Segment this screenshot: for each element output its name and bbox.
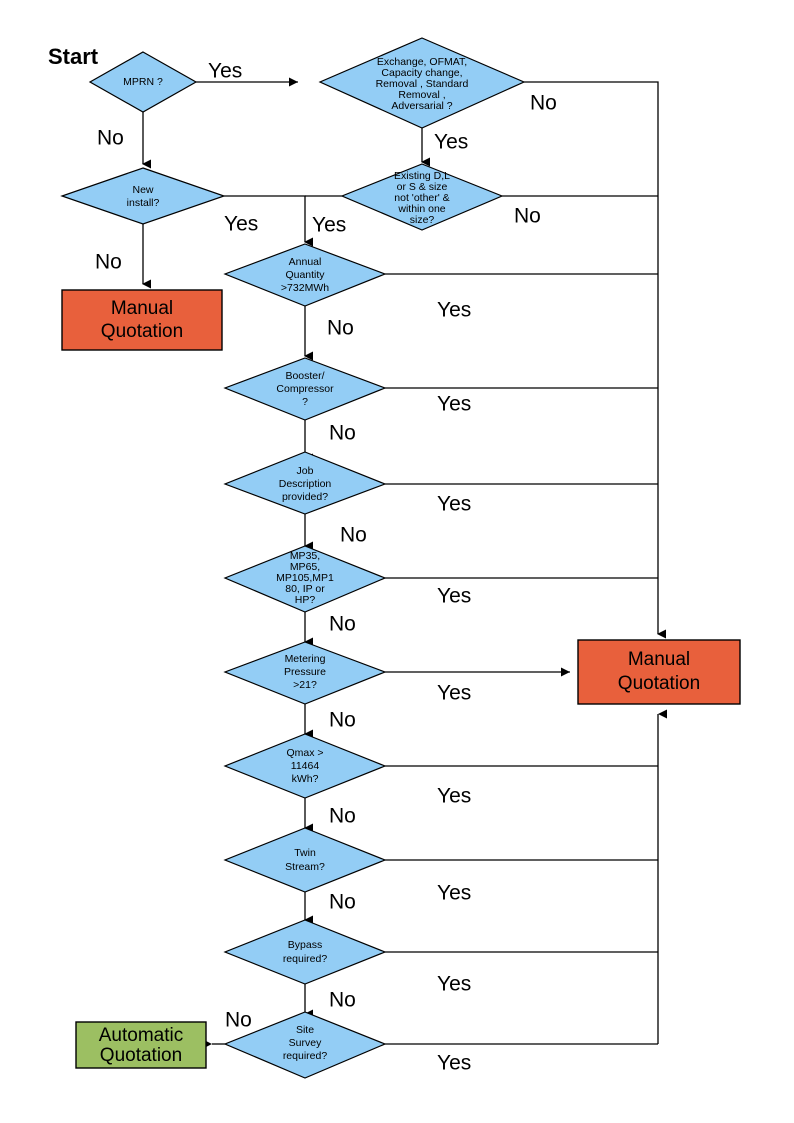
decision-mp-line-0: MP35,: [290, 550, 320, 562]
decision-existing-line-3: within one: [397, 203, 445, 215]
decision-exchange[interactable]: Exchange, OFMAT, Capacity change, Remova…: [318, 37, 526, 129]
decision-new-install-line-0: New: [132, 184, 153, 196]
decision-annual-quantity[interactable]: Annual Quantity >732MWh: [223, 243, 387, 307]
decision-existing-line-4: size?: [410, 214, 435, 226]
decision-twin-line-1: Stream?: [285, 861, 325, 873]
decision-qmax-line-2: kWh?: [292, 773, 319, 785]
decision-booster-line-1: Compressor: [276, 383, 334, 395]
label-bypass-yes: Yes: [437, 973, 471, 996]
decision-booster-line-0: Booster/: [285, 370, 324, 382]
label-job-no: No: [340, 524, 367, 547]
decision-job-line-1: Description: [279, 478, 332, 490]
start-label: Start: [48, 44, 99, 69]
decision-mp-line-3: 80, IP or: [285, 583, 325, 595]
decision-exchange-line-1: Capacity change,: [381, 67, 462, 79]
decision-twin-line-0: Twin: [294, 847, 316, 859]
decision-site-line-2: required?: [283, 1050, 328, 1062]
decision-site-line-0: Site: [296, 1024, 314, 1036]
label-new-install-yes: Yes: [224, 213, 258, 236]
decision-mp-line-4: HP?: [295, 594, 316, 606]
manual-left-line-0: Manual: [111, 298, 173, 319]
decision-annual-line-1: Quantity: [285, 269, 325, 281]
terminator-automatic-quotation[interactable]: Automatic Quotation: [75, 1021, 207, 1069]
decision-site-line-1: Survey: [289, 1037, 322, 1049]
label-site-yes: Yes: [437, 1052, 471, 1075]
decision-existing-line-1: or S & size: [397, 181, 448, 193]
decision-existing-size[interactable]: Existing D,L or S & size not 'other' & w…: [340, 163, 504, 231]
label-exchange-yes: Yes: [434, 131, 468, 154]
decision-mp-line-1: MP65,: [290, 561, 320, 573]
manual-right-line-0: Manual: [628, 649, 690, 670]
decision-qmax[interactable]: Qmax > 11464 kWh?: [223, 733, 387, 799]
decision-twin-stream[interactable]: Twin Stream?: [223, 827, 387, 893]
label-mprn-yes: Yes: [208, 60, 242, 83]
automatic-line-1: Quotation: [100, 1045, 182, 1066]
label-metering-yes: Yes: [437, 682, 471, 705]
label-site-no: No: [225, 1009, 252, 1032]
decision-exchange-line-0: Exchange, OFMAT,: [377, 56, 467, 68]
decision-annual-line-0: Annual: [289, 256, 322, 268]
label-bypass-no: No: [329, 989, 356, 1012]
label-mp-no: No: [329, 613, 356, 636]
decision-bypass-line-1: required?: [283, 953, 328, 965]
decision-metering-line-0: Metering: [285, 653, 326, 665]
decision-exchange-line-3: Removal ,: [398, 89, 445, 101]
label-twin-yes: Yes: [437, 882, 471, 905]
decision-mp-line-2: MP105,MP1: [276, 572, 334, 584]
decision-qmax-line-1: 11464: [291, 760, 320, 772]
label-annual-no: No: [327, 317, 354, 340]
manual-left-line-1: Quotation: [101, 321, 183, 342]
label-metering-no: No: [329, 709, 356, 732]
decision-existing-line-2: not 'other' &: [394, 192, 449, 204]
manual-right-line-1: Quotation: [618, 673, 700, 694]
label-exchange-no: No: [530, 92, 557, 115]
decision-new-install-line-1: install?: [127, 197, 160, 209]
label-qmax-no: No: [329, 805, 356, 828]
decision-site-survey[interactable]: Site Survey required?: [223, 1011, 387, 1079]
label-annual-yes: Yes: [437, 299, 471, 322]
decision-metering-line-2: >21?: [293, 679, 317, 691]
decision-existing-line-0: Existing D,L: [394, 170, 450, 182]
decision-mprn-line-0: MPRN ?: [123, 76, 163, 88]
decision-booster-compressor[interactable]: Booster/ Compressor ?: [223, 357, 387, 421]
label-existing-no: No: [514, 205, 541, 228]
edge-exchange-no: [524, 81, 666, 639]
terminator-manual-quotation-right[interactable]: Manual Quotation: [577, 639, 741, 705]
label-mprn-no: No: [97, 127, 124, 150]
decision-qmax-line-0: Qmax >: [286, 747, 323, 759]
decision-metering-pressure[interactable]: Metering Pressure >21?: [223, 641, 387, 705]
label-new-install-no: No: [95, 251, 122, 274]
decision-job-line-0: Job: [297, 465, 314, 477]
terminator-manual-quotation-left[interactable]: Manual Quotation: [61, 289, 223, 351]
label-qmax-yes: Yes: [437, 785, 471, 808]
decision-job-line-2: provided?: [282, 491, 328, 503]
label-booster-no: No: [329, 422, 356, 445]
label-job-yes: Yes: [437, 493, 471, 516]
decision-metering-line-1: Pressure: [284, 666, 326, 678]
decision-mprn[interactable]: MPRN ?: [88, 51, 198, 113]
decision-annual-line-2: >732MWh: [281, 282, 329, 294]
label-existing-yes: Yes: [312, 214, 346, 237]
decision-exchange-line-2: Removal , Standard: [376, 78, 469, 90]
decision-booster-line-2: ?: [302, 396, 308, 408]
label-mp-yes: Yes: [437, 585, 471, 608]
decision-new-install[interactable]: New install?: [60, 167, 226, 225]
automatic-line-0: Automatic: [99, 1025, 183, 1046]
decision-bypass-line-0: Bypass: [288, 939, 322, 951]
label-booster-yes: Yes: [437, 393, 471, 416]
decision-exchange-line-4: Adversarial ?: [391, 100, 452, 112]
decision-mp-types[interactable]: MP35, MP65, MP105,MP1 80, IP or HP?: [223, 545, 387, 613]
label-twin-no: No: [329, 891, 356, 914]
decision-job-description[interactable]: Job Description provided?: [223, 451, 387, 515]
decision-bypass[interactable]: Bypass required?: [223, 919, 387, 985]
